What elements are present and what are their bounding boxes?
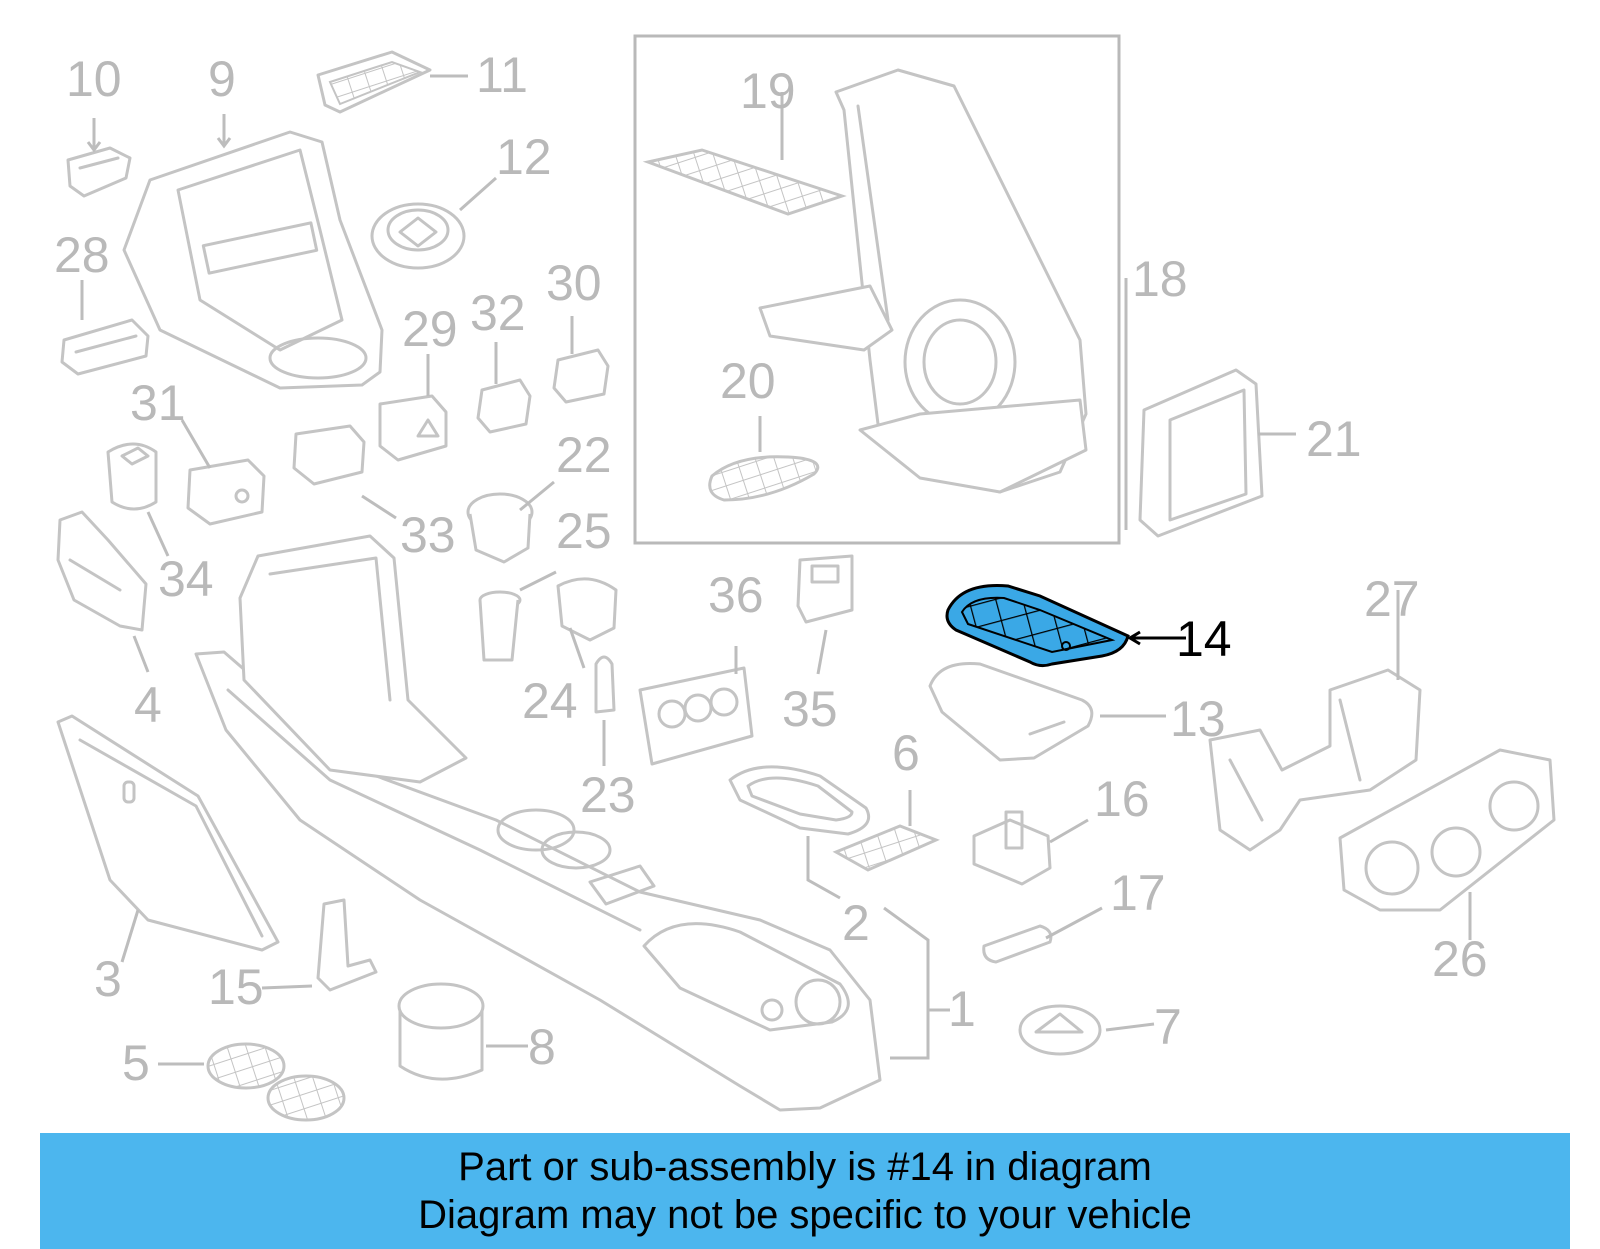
callout-13: 13 bbox=[1170, 691, 1226, 747]
part-5-grilles[interactable] bbox=[206, 1042, 346, 1122]
banner-line-disclaimer: Diagram may not be specific to your vehi… bbox=[418, 1193, 1192, 1237]
part-3-side-panel[interactable] bbox=[56, 714, 280, 952]
part-26-climate-control[interactable] bbox=[1338, 748, 1556, 912]
callout-12: 12 bbox=[496, 129, 552, 185]
callout-2: 2 bbox=[842, 895, 870, 951]
callout-4: 4 bbox=[134, 677, 162, 733]
armrest-inset-frame bbox=[633, 34, 1121, 545]
callout-28: 28 bbox=[54, 227, 110, 283]
callout-35: 35 bbox=[782, 681, 838, 737]
callout-11: 11 bbox=[476, 47, 528, 103]
part-29-hazard-switch[interactable] bbox=[378, 394, 448, 462]
callout-32: 32 bbox=[470, 285, 526, 341]
callout-33: 33 bbox=[400, 507, 456, 563]
part-22-socket[interactable] bbox=[466, 492, 534, 564]
part-13-mat[interactable] bbox=[928, 661, 1094, 762]
callout-21: 21 bbox=[1306, 411, 1362, 467]
banner-line-part-number: Part or sub-assembly is #14 in diagram bbox=[458, 1145, 1152, 1189]
part-24-socket[interactable] bbox=[556, 577, 618, 642]
part-2-trim-ring[interactable] bbox=[728, 765, 871, 836]
part-10-clip[interactable] bbox=[66, 146, 132, 198]
part-8-cup-insert[interactable] bbox=[397, 982, 485, 1081]
part-30-switch[interactable] bbox=[552, 348, 610, 404]
part-33-switch[interactable] bbox=[292, 424, 366, 486]
part-27-bracket[interactable] bbox=[1208, 668, 1422, 852]
part-1-center-console[interactable] bbox=[194, 534, 882, 1112]
callout-18: 18 bbox=[1132, 251, 1188, 307]
part-9-center-bezel[interactable] bbox=[122, 130, 384, 390]
part-21-lid[interactable] bbox=[1138, 368, 1264, 538]
callout-7: 7 bbox=[1154, 999, 1182, 1055]
callout-24: 24 bbox=[522, 673, 578, 729]
callout-23: 23 bbox=[580, 767, 636, 823]
part-32-switch[interactable] bbox=[476, 378, 532, 434]
callout-25: 25 bbox=[556, 503, 612, 559]
callout-14-highlighted[interactable]: 14 bbox=[1176, 611, 1232, 667]
callout-31: 31 bbox=[130, 375, 186, 431]
callout-26: 26 bbox=[1432, 931, 1488, 987]
part-18-armrest[interactable] bbox=[758, 68, 1088, 494]
info-banner: Part or sub-assembly is #14 in diagram D… bbox=[40, 1133, 1570, 1249]
part-20-grille[interactable] bbox=[708, 455, 820, 502]
callout-1: 1 bbox=[948, 981, 976, 1037]
callout-19: 19 bbox=[740, 63, 796, 119]
part-11-grille[interactable] bbox=[316, 50, 432, 114]
part-34-button[interactable] bbox=[106, 442, 158, 511]
callout-15: 15 bbox=[208, 959, 264, 1015]
part-16-bracket[interactable] bbox=[972, 810, 1052, 886]
callout-labels: 10 9 11 12 28 30 32 29 31 22 33 25 34 4 … bbox=[54, 47, 1488, 1091]
part-25-cigar-socket[interactable] bbox=[478, 590, 522, 662]
callout-20: 20 bbox=[720, 353, 776, 409]
part-17-plate[interactable] bbox=[982, 924, 1053, 964]
callout-6: 6 bbox=[892, 725, 920, 781]
callout-22: 22 bbox=[556, 427, 612, 483]
part-15-bracket[interactable] bbox=[316, 898, 378, 992]
callout-16: 16 bbox=[1094, 771, 1150, 827]
part-31-switch[interactable] bbox=[186, 458, 266, 526]
part-14-mat-highlighted[interactable] bbox=[945, 584, 1130, 668]
part-6-grille[interactable] bbox=[832, 824, 940, 872]
part-35-switch[interactable] bbox=[796, 554, 854, 624]
callout-29: 29 bbox=[402, 301, 458, 357]
callout-8: 8 bbox=[528, 1019, 556, 1075]
part-36-trim-panel[interactable] bbox=[638, 666, 754, 766]
part-19-grille[interactable] bbox=[642, 148, 847, 216]
callout-10: 10 bbox=[66, 51, 122, 107]
callout-34: 34 bbox=[158, 551, 214, 607]
callout-5: 5 bbox=[122, 1035, 150, 1091]
callout-30: 30 bbox=[546, 255, 602, 311]
leader-lines bbox=[80, 74, 1472, 1066]
callout-27: 27 bbox=[1364, 571, 1420, 627]
callout-3: 3 bbox=[94, 951, 122, 1007]
part-12-knob[interactable] bbox=[370, 202, 466, 270]
part-28-switch[interactable] bbox=[60, 318, 150, 376]
callout-36: 36 bbox=[708, 567, 764, 623]
part-23-bulb[interactable] bbox=[594, 655, 616, 714]
callout-9: 9 bbox=[208, 51, 236, 107]
callout-17: 17 bbox=[1110, 865, 1166, 921]
part-7-cap[interactable] bbox=[1018, 1004, 1102, 1056]
part-4-bracket[interactable] bbox=[56, 510, 148, 632]
